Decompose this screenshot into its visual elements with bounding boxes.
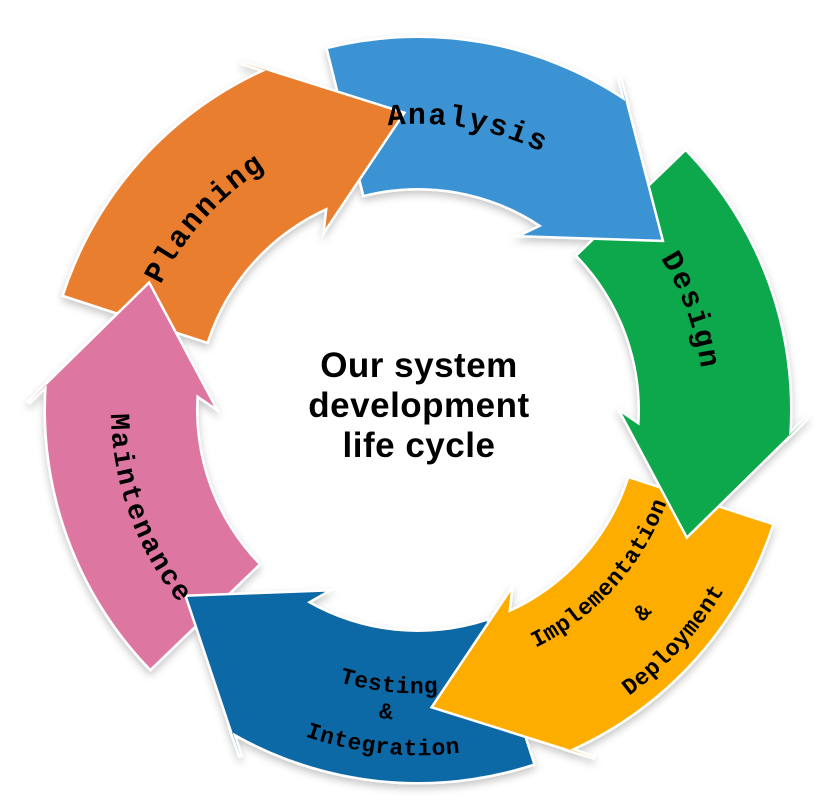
arrow-design	[574, 148, 810, 540]
diagram-title-line-1: Our system	[320, 346, 518, 385]
diagram-title-line-2: development	[308, 386, 530, 425]
arrow-testing-integration	[183, 588, 537, 785]
diagram-title: Our system development life cycle	[0, 346, 838, 466]
arrow-maintenance-head-overlay	[26, 280, 262, 425]
arrow-label-text: &	[378, 699, 394, 726]
arrow-implementation-deployment	[429, 475, 775, 760]
arrow-analysis	[324, 35, 665, 243]
diagram-title-line-3: life cycle	[342, 426, 496, 465]
arrow-planning	[61, 60, 407, 345]
arrow-label-testing-integration-line-1: &	[378, 699, 395, 726]
